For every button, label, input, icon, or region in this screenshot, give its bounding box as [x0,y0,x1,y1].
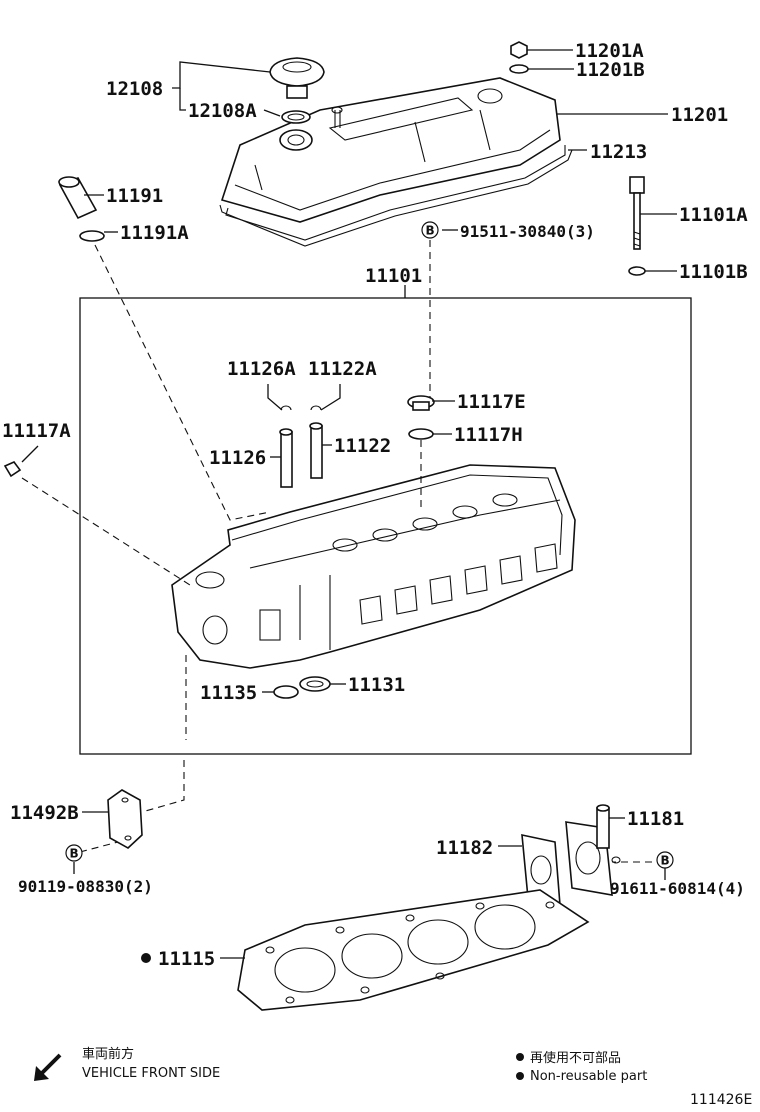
callout-11126[interactable]: 11126 [209,447,266,469]
non-reusable-jp: 再使用不可部品 [530,1050,621,1066]
callout-91611[interactable]: 91611-60814(4) [610,879,745,898]
cylinder-head-group-frame [79,297,692,755]
valve-guide-exhaust [309,422,323,479]
callout-11117a[interactable]: 11117A [2,420,71,442]
head-plug [407,395,435,411]
diagram-id: 111426E [690,1092,752,1108]
guide-snap-ring-intake [280,405,292,411]
bolt-marker-91511 [421,221,439,239]
callout-11122a[interactable]: 11122A [308,358,377,380]
callout-11117h[interactable]: 11117H [454,424,523,446]
vehicle-front-en: VEHICLE FRONT SIDE [82,1066,220,1081]
head-stud-bolt [629,176,645,250]
callout-11126a[interactable]: 11126A [227,358,296,380]
bolt-letter-91611: B [661,854,670,868]
valve-guide-intake [279,428,293,488]
cylinder-head [171,464,576,669]
callout-11117e[interactable]: 11117E [457,391,526,413]
callout-12108a[interactable]: 12108A [188,100,257,122]
non-reusable-en: Non-reusable part [530,1069,647,1084]
cover-plate [107,789,143,849]
callout-11182[interactable]: 11182 [436,837,493,859]
bolt-marker-90119 [65,844,83,862]
callout-11213[interactable]: 11213 [590,141,647,163]
callout-11191a[interactable]: 11191A [120,222,189,244]
callout-90119[interactable]: 90119-08830(2) [18,877,153,896]
callout-11492b[interactable]: 11492B [10,802,79,824]
tube-gasket [79,230,105,242]
callout-11101b[interactable]: 11101B [679,261,748,283]
callout-12108[interactable]: 12108 [106,78,163,100]
callout-11201a[interactable]: 11201A [575,40,644,62]
callout-11115[interactable]: 11115 [158,948,215,970]
callout-11201[interactable]: 11201 [671,104,728,126]
side-plug [3,461,22,478]
callout-11122[interactable]: 11122 [334,435,391,457]
head-cover-gasket [219,149,573,247]
breather-tube [58,176,98,220]
bolt-letter-90119: B [70,847,79,861]
callout-91511[interactable]: 91511-30840(3) [460,222,595,241]
filler-cap-gasket [281,110,311,124]
guide-snap-ring-exhaust [310,405,322,411]
vehicle-front-jp: 車両前方 [82,1046,134,1062]
cover-seal-washer [509,64,529,74]
callout-11101a[interactable]: 11101A [679,204,748,226]
bolt-marker-91611 [656,851,674,869]
vehicle-front-legend: 車両前方 VEHICLE FRONT SIDE [34,1046,220,1081]
water-outlet-housing [565,804,621,896]
cover-nut [510,41,528,59]
callout-11181[interactable]: 11181 [627,808,684,830]
callout-11135[interactable]: 11135 [200,682,257,704]
callout-11201b[interactable]: 11201B [576,59,645,81]
seal-11135 [273,685,299,699]
non-reusable-dot [141,953,151,963]
callout-11191[interactable]: 11191 [106,185,163,207]
oil-filler-cap [269,57,325,99]
stud-washer [628,266,646,276]
callout-11131[interactable]: 11131 [348,674,405,696]
cylinder-head-gasket [237,889,590,1011]
group-label-11101: 11101 [365,265,422,287]
bolt-letter-91511: B [426,224,435,238]
seal-11131 [299,676,331,692]
plug-gasket [408,428,434,440]
cylinder-head-cover [220,77,566,241]
non-reusable-legend: 再使用不可部品 Non-reusable part [516,1050,647,1084]
